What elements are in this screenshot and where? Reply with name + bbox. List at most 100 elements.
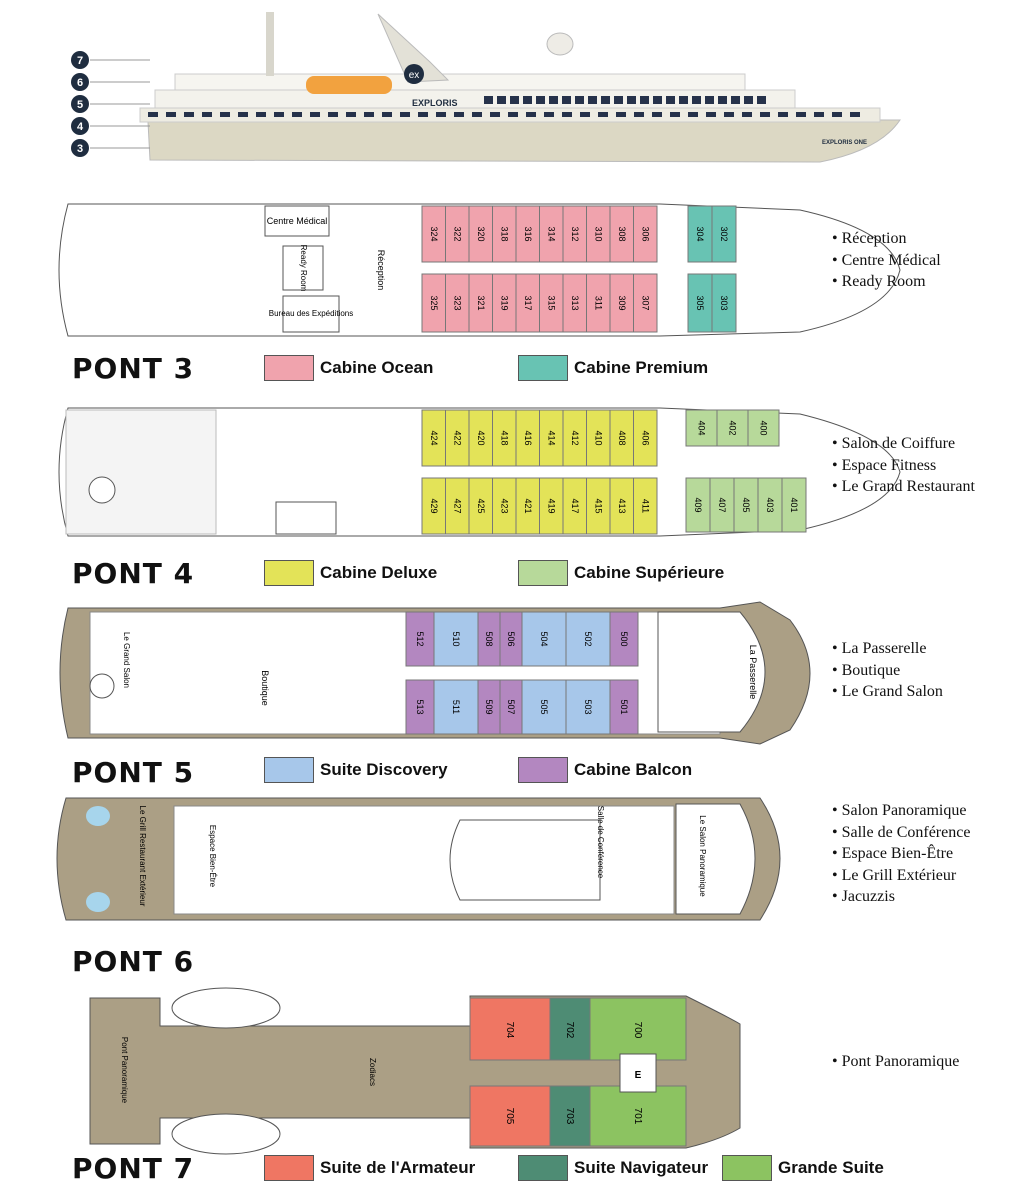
cabin-number: 420 xyxy=(476,430,486,445)
ship-window xyxy=(601,96,610,104)
cabin-number: 325 xyxy=(429,295,439,310)
amenity-item: Jacuzzis xyxy=(832,886,970,908)
legend-swatch xyxy=(264,1155,314,1181)
amenity-item: Le Grand Restaurant xyxy=(832,476,975,498)
cabin-number: 400 xyxy=(759,420,769,435)
room-grand-restaurant xyxy=(65,409,217,535)
elevator-shaft xyxy=(619,1053,657,1093)
ship-window xyxy=(652,112,662,117)
ship-hull xyxy=(147,117,901,163)
ship-window xyxy=(757,96,766,104)
cabin-400 xyxy=(747,409,780,447)
suite-700 xyxy=(589,997,687,1061)
deck-7-amenities: Pont Panoramique xyxy=(832,1051,960,1073)
cabin-number: 307 xyxy=(640,295,650,310)
cabin-505 xyxy=(521,679,567,735)
deck-4-title: PONT 4 xyxy=(72,557,195,590)
spiral-stair-4 xyxy=(88,476,116,504)
amenity-item: Réception xyxy=(832,228,941,250)
cabin-number: 421 xyxy=(523,498,533,513)
cabin-number: 511 xyxy=(451,700,461,714)
legend-swatch xyxy=(518,355,568,381)
room-grill-label: Le Grill Restaurant Extérieur xyxy=(138,806,147,907)
ship-radar-dome xyxy=(546,32,574,56)
cabin-number: 417 xyxy=(570,498,580,513)
cabin-number: 414 xyxy=(546,430,556,445)
legend-swatch xyxy=(722,1155,772,1181)
deck-marker-icon xyxy=(71,139,89,157)
cabin-number: 411 xyxy=(640,499,650,513)
deck-marker-number: 7 xyxy=(77,55,83,67)
jacuzzi-bottom xyxy=(86,892,110,912)
cabin-number: 319 xyxy=(499,295,509,310)
ship-window xyxy=(382,112,392,117)
cabin-number: 503 xyxy=(583,699,593,714)
amenity-item: La Passerelle xyxy=(832,638,943,660)
ship-window xyxy=(666,96,675,104)
ship-window xyxy=(472,112,482,117)
ship-window xyxy=(202,112,212,117)
cabin-number: 429 xyxy=(429,498,439,513)
deck-7-title: PONT 7 xyxy=(72,1152,195,1185)
deck-6-title: PONT 6 xyxy=(72,945,195,978)
cabin-number: 500 xyxy=(619,631,629,646)
cabin-403 xyxy=(757,477,783,533)
cabin-number: 302 xyxy=(719,226,729,241)
cabin-number: 419 xyxy=(546,498,556,513)
ship-window xyxy=(731,96,740,104)
cabin-number: 416 xyxy=(523,430,533,445)
cabin-302 xyxy=(711,205,737,263)
ship-window xyxy=(256,112,266,117)
legend-cabine-superieure: Cabine Supérieure xyxy=(518,560,724,586)
room-ready-room xyxy=(282,245,324,291)
deck-marker-icon xyxy=(71,73,89,91)
ship-window xyxy=(166,112,176,117)
ship-window xyxy=(744,96,753,104)
ship-lifeboat xyxy=(306,76,392,94)
ship-window xyxy=(508,112,518,117)
cabin-number: 705 xyxy=(504,1108,515,1125)
room-espace-fitness xyxy=(275,501,337,535)
room-centre-medical-label: Centre Médical xyxy=(267,216,328,226)
legend-swatch xyxy=(264,355,314,381)
cabin-number: 305 xyxy=(695,295,705,310)
deck-marker-icon xyxy=(71,51,89,69)
ship-window xyxy=(614,96,623,104)
amenity-item: Le Grand Salon xyxy=(832,681,943,703)
ship-window xyxy=(814,112,824,117)
ship-window xyxy=(742,112,752,117)
cabin-number: 418 xyxy=(499,430,509,445)
suite-701 xyxy=(589,1085,687,1147)
ship-window xyxy=(588,96,597,104)
ship-window xyxy=(562,112,572,117)
ship-window xyxy=(616,112,626,117)
ship-window xyxy=(706,112,716,117)
room-bienetre-label: Espace Bien-Être xyxy=(208,825,217,888)
legend-suite-discovery: Suite Discovery xyxy=(264,757,448,783)
ship-window xyxy=(436,112,446,117)
cabin-511 xyxy=(433,679,479,735)
ship-window xyxy=(634,112,644,117)
cabin-number: 422 xyxy=(452,430,462,445)
room-ready-room-label: Ready Room xyxy=(299,245,308,292)
legend-cabine-premium: Cabine Premium xyxy=(518,355,708,381)
ship-window xyxy=(400,112,410,117)
ship-window xyxy=(310,112,320,117)
ship-mast xyxy=(266,12,274,76)
legend-cabine-deluxe: Cabine Deluxe xyxy=(264,560,437,586)
ship-window xyxy=(274,112,284,117)
legend-swatch xyxy=(518,757,568,783)
cabin-number: 704 xyxy=(504,1022,515,1039)
cabin-number: 509 xyxy=(484,699,494,714)
cabin-number: 321 xyxy=(476,295,486,310)
cabin-number: 702 xyxy=(564,1022,575,1039)
room-passerelle-label: La Passerelle xyxy=(748,645,758,700)
amenity-item: Salon Panoramique xyxy=(832,800,970,822)
cabin-510 xyxy=(433,611,479,667)
cabin-number: 318 xyxy=(499,226,509,241)
suite-704 xyxy=(469,997,551,1061)
deck-marker-number: 5 xyxy=(77,99,83,111)
cabin-411 xyxy=(633,477,658,535)
room-passerelle xyxy=(657,611,766,733)
ship-window xyxy=(346,112,356,117)
